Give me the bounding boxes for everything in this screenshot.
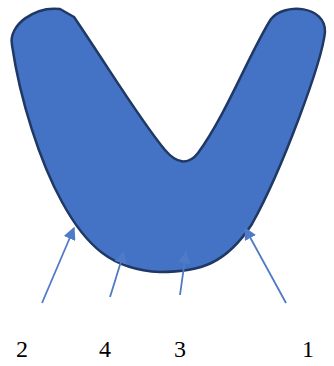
callout-number: 3 bbox=[174, 337, 186, 361]
arrow bbox=[180, 252, 186, 295]
arrow bbox=[245, 228, 286, 303]
arrow bbox=[110, 252, 124, 297]
curved-object bbox=[12, 9, 325, 272]
callout-number: 2 bbox=[16, 337, 28, 361]
arrow bbox=[42, 228, 74, 303]
callout-number: 4 bbox=[99, 337, 111, 361]
callout-number: 1 bbox=[302, 337, 314, 361]
